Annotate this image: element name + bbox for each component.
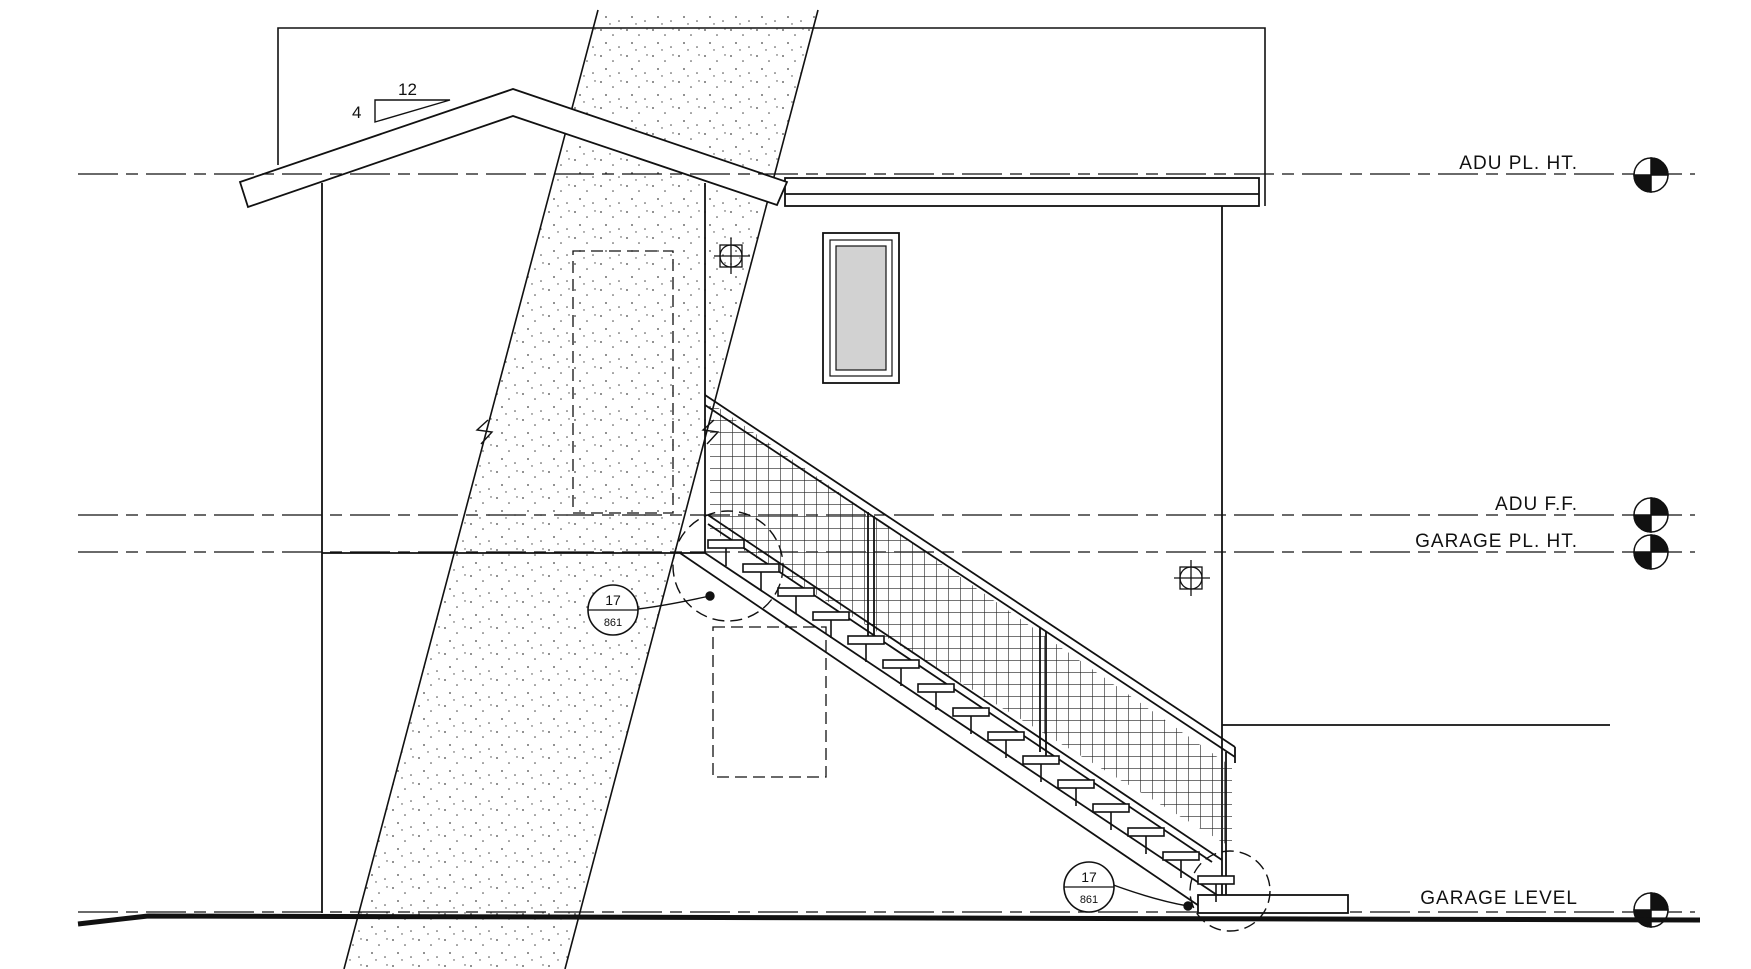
detail-tag-2: 17 861 — [1063, 861, 1115, 913]
detail-tag-2-sheet: 861 — [1080, 894, 1098, 906]
roof-slope-indicator: 12 4 — [352, 80, 451, 123]
detail-tag-1-sheet: 861 — [604, 617, 622, 629]
level-label-adu-pl-ht: ADU PL. HT. — [1459, 153, 1578, 174]
level-label-garage-pl-ht: GARAGE PL. HT. — [1415, 531, 1578, 552]
window — [822, 232, 900, 384]
section-cut-lines — [343, 9, 819, 969]
gable-roof — [238, 88, 789, 209]
section-cut-band — [344, 10, 818, 969]
ground-line — [77, 913, 1701, 927]
level-marker-icon — [1633, 534, 1669, 570]
level-labels: ADU PL. HT. ADU F.F. GARAGE PL. HT. GARA… — [1415, 153, 1578, 909]
wall-light-fixtures — [714, 238, 1210, 596]
level-label-garage-level: GARAGE LEVEL — [1420, 888, 1578, 909]
detail-tag-2-number: 17 — [1081, 869, 1097, 885]
detail-callouts — [637, 510, 1271, 932]
level-label-adu-ff: ADU F.F. — [1495, 494, 1578, 515]
detail-tag-1-number: 17 — [605, 592, 621, 608]
slope-run-label: 12 — [398, 80, 417, 99]
level-marker-icon — [1633, 497, 1669, 533]
stair-treads — [707, 539, 1235, 902]
slope-rise-label: 4 — [352, 103, 361, 122]
level-lines — [78, 173, 1695, 553]
level-marker-icon — [1633, 157, 1669, 193]
hidden-openings — [572, 250, 827, 778]
detail-tag-1: 17 861 — [587, 584, 639, 636]
level-markers — [1633, 157, 1669, 928]
